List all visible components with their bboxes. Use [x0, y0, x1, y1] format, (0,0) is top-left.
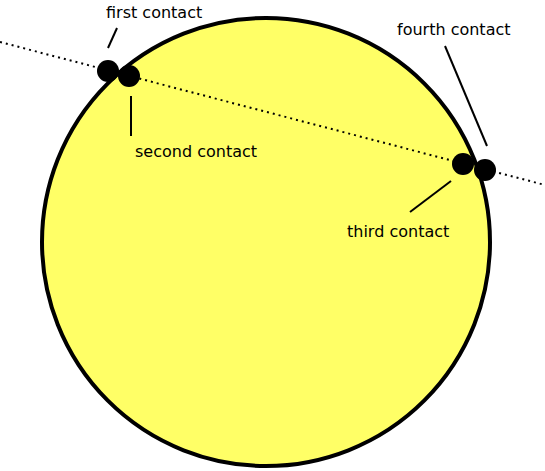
contact-label: third contact: [347, 223, 449, 241]
planet-dot: [452, 153, 474, 175]
leader-line: [445, 46, 487, 146]
leader-line: [410, 181, 451, 212]
contact-label: first contact: [106, 4, 202, 22]
contact-label: fourth contact: [397, 21, 511, 39]
planet-dot: [474, 159, 496, 181]
transit-path: [0, 42, 545, 185]
leader-line: [108, 28, 117, 48]
planet-dot: [118, 65, 140, 87]
sun-disc: [42, 18, 490, 466]
planet-dot: [97, 60, 119, 82]
leader-line: [130, 96, 132, 136]
contact-label: second contact: [135, 143, 257, 161]
